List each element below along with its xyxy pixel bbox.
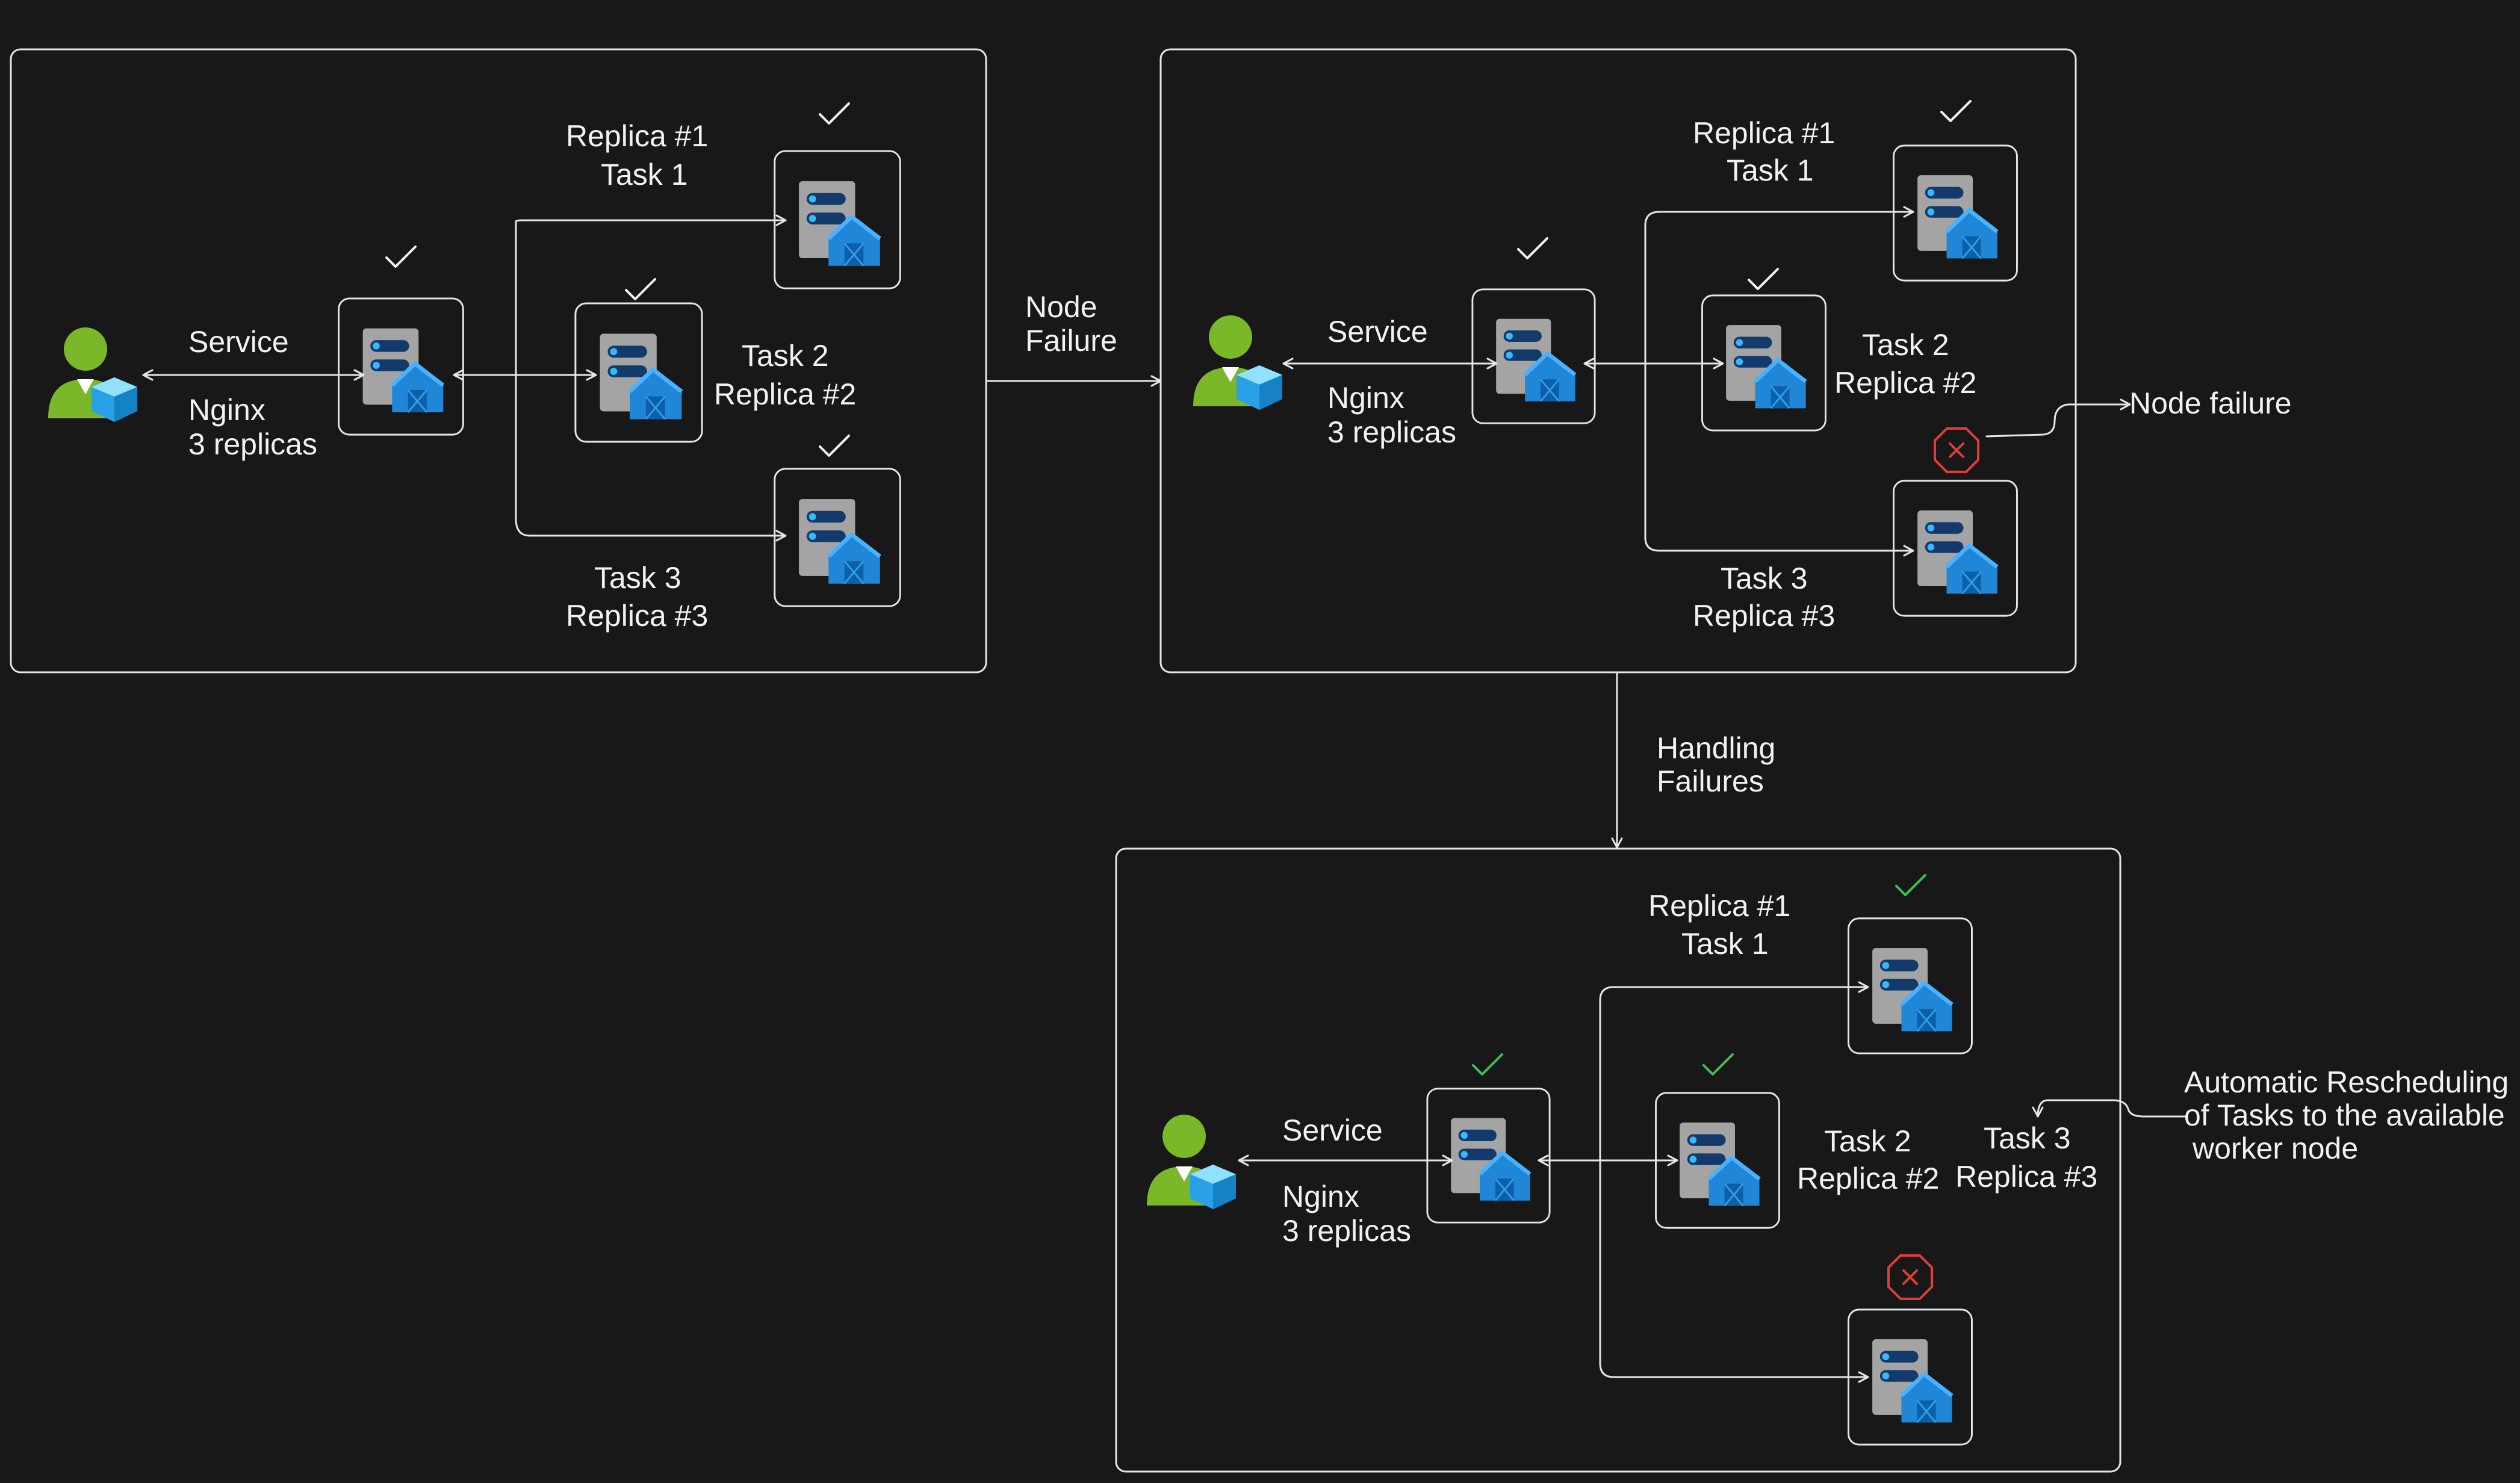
task-1-label: Task 1 [1681,927,1769,961]
replicas-label: 3 replicas [1327,415,1456,449]
check-mark-icon [1517,237,1548,259]
panel-frame [1159,48,2077,673]
replica-1-label: Replica #1 [566,119,708,153]
panel-node-failure: Service Nginx 3 replicas Replica #1 Task… [1159,48,2131,673]
check-mark-icon [819,435,850,457]
check-mark-icon [1940,100,1972,122]
replica-2-label: Replica #2 [714,377,856,411]
user-icon [48,327,137,422]
task-3-label: Task 3 [1984,1121,2071,1155]
task-3-node [775,469,900,606]
service-label: Service [1327,315,1428,348]
branch-task1-link [1644,206,1914,539]
replica-1-label: Replica #1 [1693,116,1835,150]
transition-handling-failures: Handling Failures [1611,672,1775,849]
branch-task1-link [515,214,787,520]
check-mark-icon [385,246,417,268]
task-2-label: Task 2 [742,339,829,373]
replica-2-label: Replica #2 [1797,1162,1939,1195]
task-1-node [1894,146,2017,280]
user-icon [1193,315,1282,410]
task-3-node [1894,481,2017,616]
task-3-label: Task 3 [594,561,681,595]
service-label: Service [1282,1113,1383,1147]
panel-initial-state: Service Nginx 3 replicas Replica #1 Task… [10,48,987,673]
service-node [1427,1089,1550,1222]
nginx-label: Nginx [188,393,265,427]
transition-label-line2: Failures [1657,764,1764,798]
reschedule-note-line1: Automatic Rescheduling [2184,1065,2509,1099]
nginx-label: Nginx [1327,381,1404,415]
panel-frame [10,48,987,673]
check-mark-icon [1748,268,1779,290]
task-1-label: Task 1 [601,158,688,191]
task-1-node [775,151,900,288]
nginx-label: Nginx [1282,1180,1359,1213]
panel-after-rescheduling: Service Nginx 3 replicas Replica #1 Task… [1115,847,2186,1473]
failure-callout-line [1985,398,2131,438]
reschedule-note-line3: worker node [2192,1132,2358,1165]
reschedule-note-line2: of Tasks to the available [2184,1098,2505,1132]
branch-task1-link [1599,981,1869,1364]
check-mark-icon [1702,1053,1734,1076]
transition-label-line1: Handling [1657,731,1775,765]
replica-3-label: Replica #3 [566,599,708,633]
task-3-label: Task 3 [1721,562,1808,595]
transition-label-line2: Failure [1025,324,1117,358]
replica-3-label: Replica #3 [1955,1160,2097,1194]
user-icon [1147,1115,1236,1209]
task-2-label: Task 2 [1862,328,1949,362]
task-2-label: Task 2 [1824,1124,1911,1158]
check-mark-icon [625,278,656,300]
node-failure-callout: Node failure [2129,386,2292,420]
branch-task3-link [515,518,787,542]
replicas-label: 3 replicas [1282,1214,1411,1248]
check-mark-icon [1895,874,1926,896]
panel-frame [1115,847,2121,1473]
red-octagon-x-icon [1887,1254,1933,1300]
replica-1-label: Replica #1 [1648,889,1790,923]
task-1-label: Task 1 [1727,153,1814,187]
replica-3-label: Replica #3 [1693,599,1835,633]
service-node [339,299,464,435]
replica-2-label: Replica #2 [1834,366,1976,400]
check-mark-icon [819,102,850,125]
task-2-node [576,303,702,442]
transition-label-line1: Node [1025,290,1097,324]
service-node [1473,289,1595,423]
branch-task3-link [1644,536,1914,557]
red-octagon-x-icon [1934,427,1979,473]
check-mark-icon [1472,1053,1503,1076]
transition-node-failure: Node Failure [985,290,1162,387]
service-label: Service [188,325,289,359]
branch-task3-link [1599,1362,1869,1383]
task-1-node [1849,918,1972,1053]
reschedule-callout-line [2032,1099,2186,1118]
replicas-label: 3 replicas [188,427,317,461]
reschedule-callout: Automatic Rescheduling of Tasks to the a… [2184,1065,2509,1165]
